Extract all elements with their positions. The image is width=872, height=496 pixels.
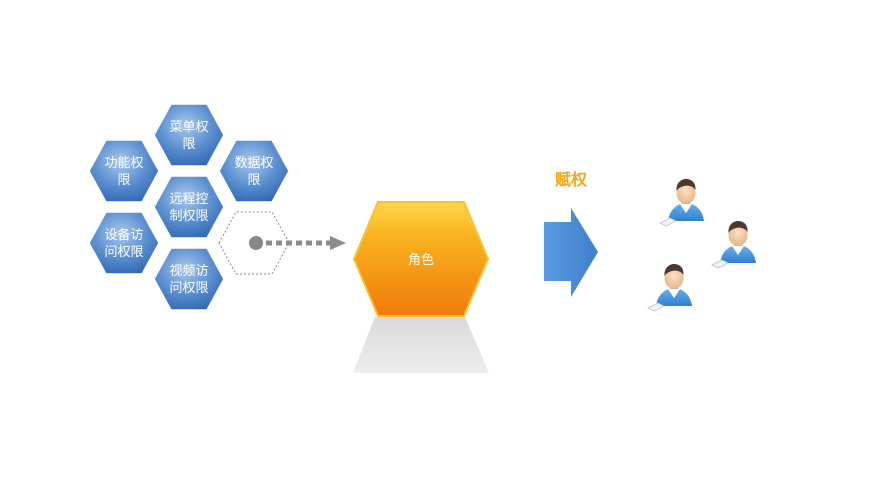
role-block: 角色 [352, 201, 490, 373]
hex-label-line2: 限 [117, 173, 130, 188]
assign-block: 赋权 [544, 170, 598, 297]
permission-cluster: 功能权 限 菜单权 限 数据权 限 远程控 制权限 设备访 问权限 视频访 问权… [88, 103, 290, 311]
hex-label-line1: 数据权 [234, 155, 273, 171]
hex-label-line2: 问权限 [104, 244, 143, 260]
role-hexagon [352, 201, 490, 317]
hex-label-line1: 视频访 [169, 264, 208, 279]
hex-menu-permission: 菜单权 限 [153, 103, 225, 167]
hex-label-line2: 限 [247, 173, 260, 188]
hex-label-line1: 菜单权 [169, 119, 208, 135]
hex-video-access-permission: 视频访 问权限 [153, 247, 225, 311]
role-pedestal [353, 317, 489, 373]
assign-label: 赋权 [555, 170, 588, 189]
user-icon [647, 264, 692, 312]
hex-data-permission: 数据权 限 [218, 139, 290, 203]
hex-label-line2: 问权限 [169, 280, 208, 296]
hex-function-permission: 功能权 限 [88, 139, 160, 203]
hex-remote-control-permission: 远程控 制权限 [153, 175, 225, 239]
hex-device-access-permission: 设备访 问权限 [88, 211, 160, 275]
dotted-connector-arrow [249, 236, 346, 250]
assign-arrow [544, 208, 598, 297]
user-icon [659, 179, 704, 227]
hex-label-line1: 设备访 [104, 227, 143, 243]
hex-label-line2: 限 [182, 137, 195, 152]
hex-label-line2: 制权限 [169, 208, 208, 224]
role-label: 角色 [408, 252, 434, 268]
hex-label-line1: 远程控 [169, 192, 208, 207]
hex-label-line1: 功能权 [104, 155, 143, 171]
user-icon [711, 221, 756, 269]
